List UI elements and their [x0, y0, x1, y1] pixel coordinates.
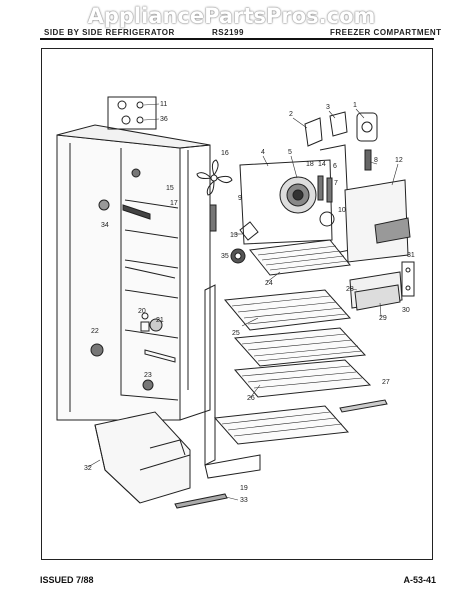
shelf-rail-27	[339, 399, 388, 413]
fan-blade	[196, 159, 233, 196]
callout-16: 16	[221, 150, 229, 157]
callout-8: 8	[374, 157, 378, 164]
callout-23: 23	[144, 372, 152, 379]
callout-34: 34	[101, 222, 109, 229]
callout-28: 28	[346, 286, 354, 293]
cabinet-back-panel	[204, 284, 261, 479]
callout-5: 5	[288, 149, 292, 156]
footer-issued: ISSUED 7/88	[40, 575, 94, 585]
callout-25: 25	[232, 330, 240, 337]
callout-14: 14	[318, 161, 326, 168]
callout-26: 26	[247, 395, 255, 402]
callout-13: 13	[230, 232, 238, 239]
diagram-frame	[41, 48, 433, 560]
callout-12: 12	[395, 157, 403, 164]
rail-33	[174, 493, 228, 509]
ice-tray	[349, 271, 403, 311]
footer-code: A-53-41	[403, 575, 436, 585]
callout-32: 32	[84, 465, 92, 472]
freezer-shelf-top	[249, 239, 351, 276]
ice-bucket	[94, 411, 191, 504]
callout-labels: 1 2 3 4 5 6 7 8 9 10 11 12 13 14 15 16 1…	[84, 101, 415, 504]
callout-10: 10	[338, 207, 346, 214]
watermark: AppliancePartsPros.com	[87, 4, 376, 28]
callout-30: 30	[402, 307, 410, 314]
callout-18: 18	[306, 161, 314, 168]
callout-29: 29	[379, 315, 387, 322]
callout-21: 21	[156, 317, 164, 324]
callout-3: 3	[326, 104, 330, 111]
freezer-shelf-4	[233, 359, 372, 398]
callout-11: 11	[160, 101, 167, 108]
control-housing	[344, 179, 411, 263]
top-brackets	[304, 111, 378, 171]
callout-1: 1	[353, 102, 357, 109]
freezer-shelf-3	[233, 327, 367, 367]
small-parts-inset	[107, 96, 157, 130]
misc-small-parts	[90, 168, 246, 391]
callout-9: 9	[238, 195, 242, 202]
callout-6: 6	[333, 163, 337, 170]
vertical-rods	[209, 175, 333, 232]
fan-motor	[279, 176, 317, 214]
cabinet-body	[56, 124, 211, 421]
callout-20: 20	[138, 308, 146, 315]
leader-lines	[87, 103, 399, 501]
header-rule	[40, 38, 434, 40]
callout-19: 19	[240, 485, 248, 492]
cabinet-shelf-rails	[124, 199, 179, 339]
callout-35: 35	[221, 253, 229, 260]
callout-27: 27	[382, 379, 390, 386]
door-rail-bars	[122, 204, 176, 363]
callout-31: 31	[407, 252, 415, 259]
callout-36: 36	[160, 116, 168, 123]
header-section: FREEZER COMPARTMENT	[330, 28, 442, 37]
header-title: SIDE BY SIDE REFRIGERATOR	[44, 28, 175, 37]
callout-33: 33	[240, 497, 248, 504]
freezer-shelf-bottom	[213, 405, 350, 445]
callout-24: 24	[265, 280, 273, 287]
freezer-shelf-2	[224, 289, 352, 331]
callout-2: 2	[289, 111, 293, 118]
header-model: RS2199	[212, 28, 244, 37]
light-socket	[239, 211, 335, 241]
callout-17: 17	[170, 200, 178, 207]
callout-4: 4	[261, 149, 265, 156]
callout-22: 22	[91, 328, 99, 335]
hinge-parts	[401, 261, 415, 297]
callout-7: 7	[334, 180, 338, 187]
callout-15: 15	[166, 185, 174, 192]
